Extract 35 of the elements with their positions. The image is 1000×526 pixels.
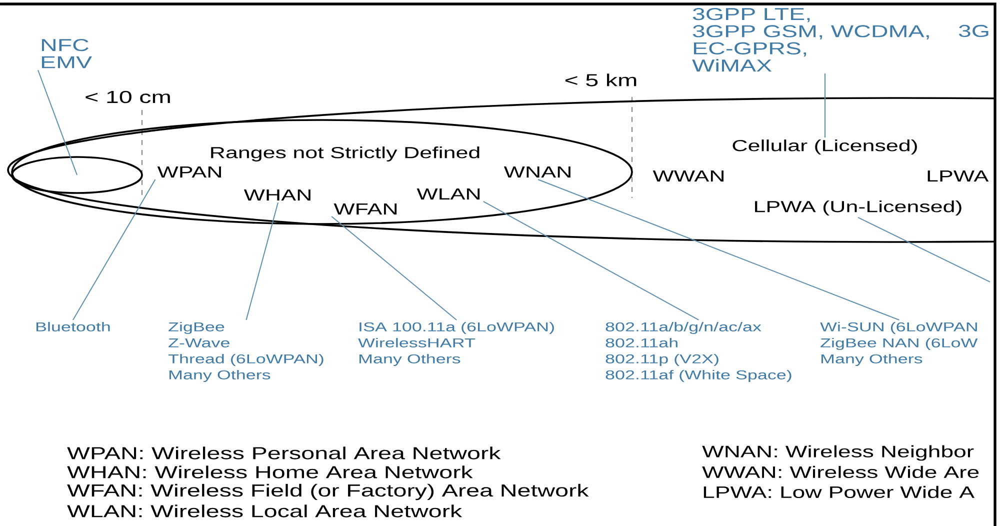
- leader-line: [72, 178, 156, 320]
- network-label: LPWA (Un-Licensed): [755, 200, 962, 216]
- legend-text: WNAN: Wireless Neighbor: [702, 445, 974, 461]
- leader-line: [38, 70, 78, 176]
- technology-list: Wi-SUN (6LoWPAN ZigBee NAN (6LoW Many Others: [820, 322, 978, 366]
- technology-list: ZigBee Z-Wave Thread (6LoWPAN) Many Others: [168, 322, 324, 382]
- dimension-label: < 5 km: [565, 74, 636, 86]
- technology-list: ISA 100.11a (6LoWPAN) WirelessHART Many Others: [358, 322, 554, 366]
- legend-text: WWAN: Wireless Wide Are: [702, 466, 979, 478]
- technology-list: Bluetooth: [36, 322, 110, 332]
- technology-list: 3G: [958, 24, 988, 38]
- leader-line: [824, 72, 826, 138]
- leader-line: [538, 178, 900, 320]
- leader-line: [331, 216, 458, 320]
- leader-line: [482, 201, 700, 320]
- network-label: WPAN: [157, 166, 221, 178]
- network-label: WHAN: [244, 189, 310, 200]
- network-label: Cellular (Licensed): [732, 140, 917, 154]
- legend-text: WPAN: Wireless Personal Area Network: [67, 446, 501, 460]
- network-label: WWAN: [652, 170, 724, 182]
- leader-line: [246, 202, 278, 320]
- network-label: WFAN: [334, 203, 397, 214]
- technology-list: 3GPP LTE, 3GPP GSM, WCDMA, EC-GPRS, WiMAX: [692, 8, 929, 72]
- network-label: WLAN: [416, 188, 480, 200]
- legend-text: WHAN: Wireless Home Area Network: [67, 466, 473, 478]
- legend-text: WFAN: Wireless Field (or Factory) Area Network: [67, 484, 589, 500]
- network-label: LPWA: [928, 170, 989, 182]
- range-ellipse: [11, 156, 143, 194]
- technology-list: 802.11a/b/g/n/ac/ax 802.11ah 802.11p (V2X) 802.11af (White Space): [606, 322, 792, 382]
- legend-text: WLAN: Wireless Local Area Network: [67, 504, 462, 518]
- leader-line: [858, 216, 990, 282]
- network-label: WNAN: [504, 166, 570, 178]
- technology-list: NFC EMV: [42, 38, 92, 68]
- dimension-label: < 10 cm: [86, 90, 170, 104]
- legend-text: LPWA: Low Power Wide A: [704, 486, 975, 498]
